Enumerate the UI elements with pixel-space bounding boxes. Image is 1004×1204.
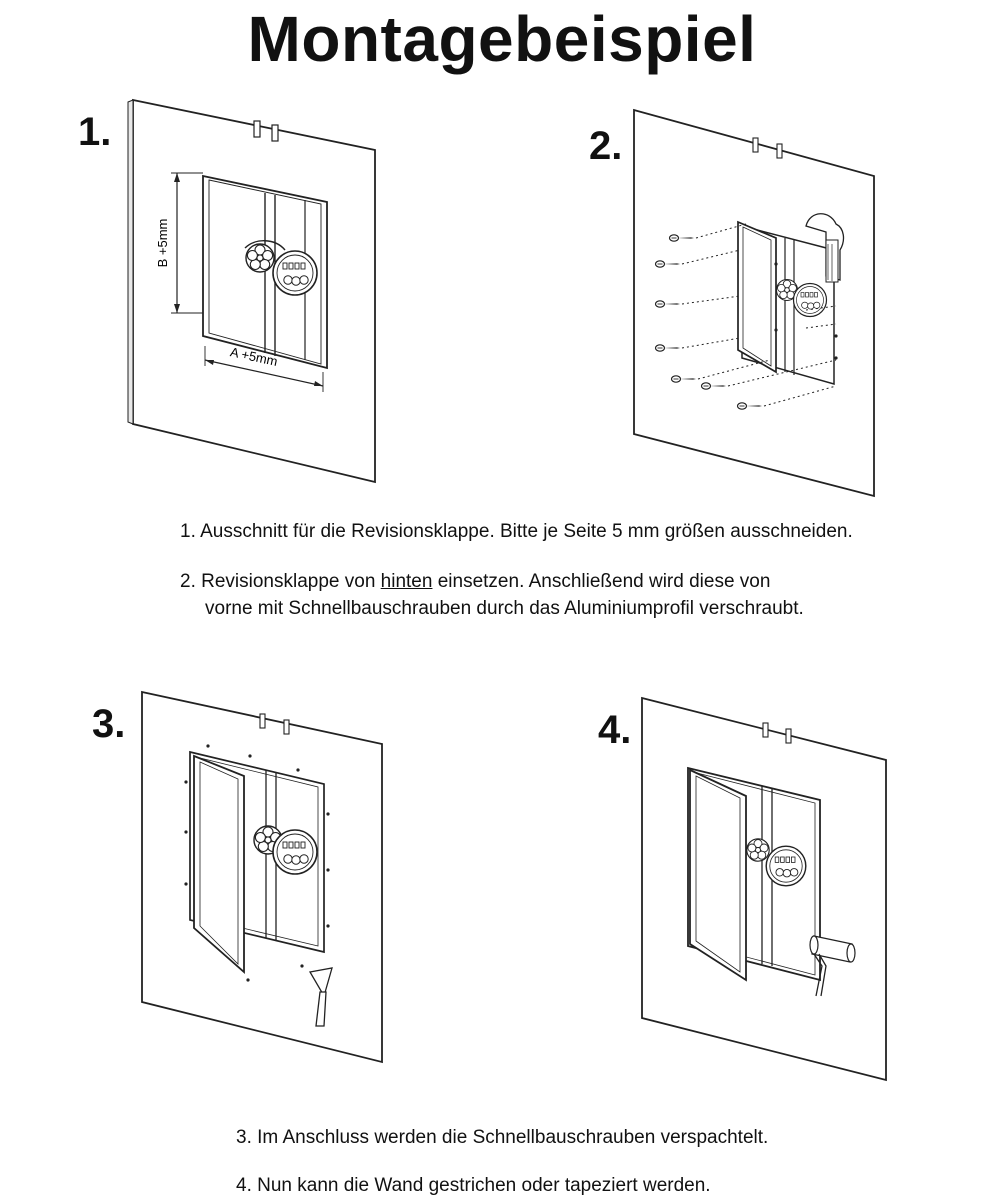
caption-step-2-pre: 2. Revisionsklappe von: [180, 571, 381, 592]
step-4-diagram: [638, 696, 890, 1087]
step-3-diagram: [138, 690, 388, 1075]
step-1-number: 1.: [78, 110, 112, 154]
paint-roller-icon: [809, 935, 856, 997]
caption-step-3-text: 3. Im Anschluss werden die Schnellbausch…: [236, 1127, 769, 1148]
step-1-diagram: B +5mm A +5mm: [125, 98, 385, 495]
step-4-number: 4.: [598, 708, 632, 752]
caption-step-1: 1. Ausschnitt für die Revisionsklappe. B…: [180, 518, 853, 545]
spatula-icon: [308, 967, 333, 1027]
caption-step-4: 4. Nun kann die Wand gestrichen oder tap…: [236, 1172, 711, 1199]
water-meter-icon: [765, 845, 807, 887]
valve-icon: [245, 243, 275, 273]
caption-step-2: 2. Revisionsklappe von hinten einsetzen.…: [180, 568, 804, 622]
caption-step-2-line-2: vorne mit Schnellbauschrauben durch das …: [205, 598, 804, 619]
dimension-b-label: B +5mm: [155, 219, 170, 268]
caption-step-2-post: einsetzen. Anschließend wird diese von: [432, 571, 771, 592]
step-2-number: 2.: [589, 124, 623, 168]
caption-step-2-line-1: 2. Revisionsklappe von hinten einsetzen.…: [180, 568, 804, 595]
caption-step-3: 3. Im Anschluss werden die Schnellbausch…: [236, 1124, 768, 1151]
step-3-number: 3.: [92, 702, 126, 746]
caption-step-2-underlined: hinten: [380, 571, 433, 592]
water-meter-icon: [272, 829, 318, 875]
water-meter-icon: [792, 282, 828, 318]
valve-icon: [746, 838, 770, 862]
caption-step-1-text: 1. Ausschnitt für die Revisionsklappe. B…: [180, 521, 853, 542]
caption-step-4-text: 4. Nun kann die Wand gestrichen oder tap…: [236, 1175, 711, 1196]
page-title: Montagebeispiel: [247, 3, 757, 75]
step-2-diagram: [630, 100, 880, 505]
water-meter-icon: [272, 250, 318, 296]
